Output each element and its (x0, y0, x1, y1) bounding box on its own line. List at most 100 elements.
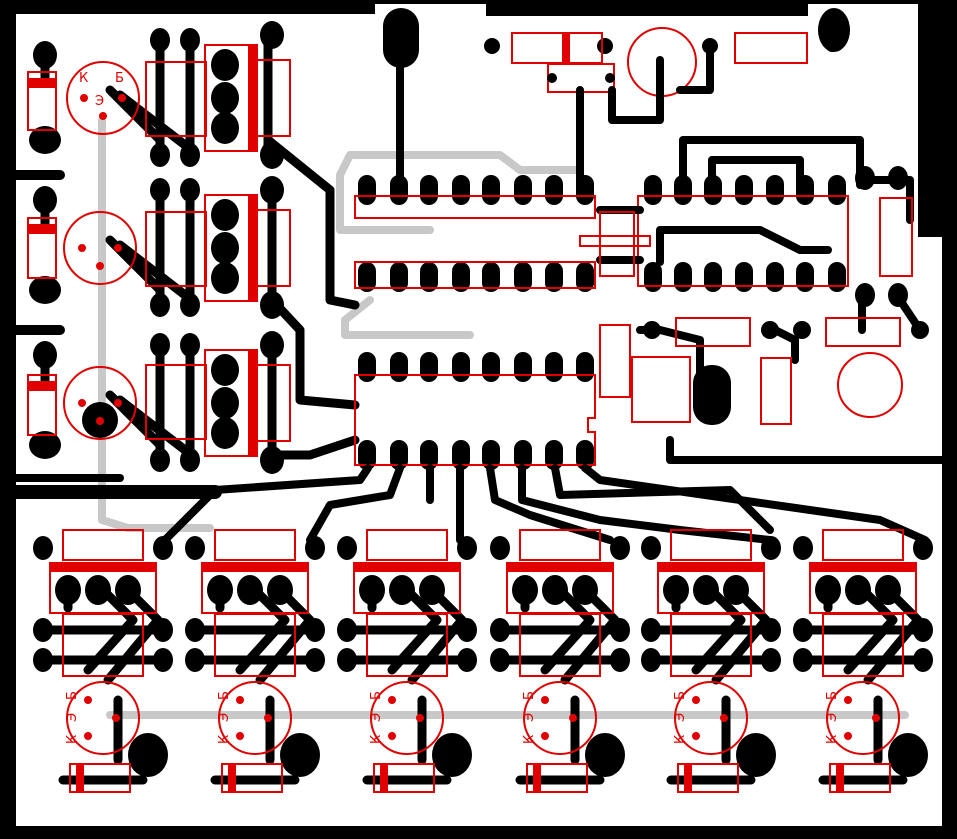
pad (512, 575, 538, 605)
diode-band (533, 764, 541, 792)
pad (913, 618, 933, 642)
pad (305, 648, 325, 672)
pad (280, 733, 320, 777)
pad (419, 575, 445, 605)
base-label: Б (217, 691, 232, 700)
pad (815, 575, 841, 605)
transistor-pin (388, 732, 396, 740)
pad (305, 536, 325, 560)
left-stage-1: К Б Э (27, 21, 360, 310)
transistor-pin (84, 696, 92, 704)
transistor-outline (218, 681, 292, 755)
pad (793, 648, 813, 672)
pad (693, 575, 719, 605)
diode-outline (829, 763, 891, 793)
pad (490, 618, 510, 642)
board-area (16, 4, 942, 826)
collector-label: К (217, 735, 232, 744)
pad (55, 575, 81, 605)
transistor-outline (370, 681, 444, 755)
resistor-outline (214, 529, 296, 561)
transistor-pin (388, 696, 396, 704)
pad (761, 618, 781, 642)
pad (153, 536, 173, 560)
pad (875, 575, 901, 605)
pad (305, 618, 325, 642)
bottom-stage-2: БЭК (185, 529, 325, 793)
base-label: Б (115, 71, 124, 86)
diode-band (836, 764, 844, 792)
relay-bar (658, 563, 764, 572)
pad (237, 575, 263, 605)
diode-outline (373, 763, 435, 793)
pad (153, 618, 173, 642)
pad (33, 648, 53, 672)
transistor-pin (541, 732, 549, 740)
component-outline (519, 613, 601, 677)
pad (793, 536, 813, 560)
pad (585, 733, 625, 777)
pad (793, 618, 813, 642)
resistor-outline (670, 529, 752, 561)
diode-band (380, 764, 388, 792)
pad (641, 536, 661, 560)
resistor-outline (62, 529, 144, 561)
pad (888, 733, 928, 777)
transistor-pin (844, 696, 852, 704)
transistor-pin (416, 714, 424, 722)
transistor-pin (692, 696, 700, 704)
emitter-label: Э (369, 713, 384, 722)
diode-outline (677, 763, 739, 793)
diode-outline (526, 763, 588, 793)
diode-outline (69, 763, 131, 793)
pad (185, 648, 205, 672)
transistor-pin (236, 732, 244, 740)
left-rails (9, 170, 222, 499)
transistor-pin (844, 732, 852, 740)
pad (153, 648, 173, 672)
diode-band (228, 764, 236, 792)
transistor-pin (112, 714, 120, 722)
transistor-pin (720, 714, 728, 722)
collector-label: К (65, 735, 80, 744)
pad (572, 575, 598, 605)
pad (337, 618, 357, 642)
pad (389, 575, 415, 605)
pad (542, 575, 568, 605)
bottom-stage-5: БЭК (641, 529, 781, 793)
pad (457, 618, 477, 642)
pad (185, 618, 205, 642)
base-label: Б (65, 691, 80, 700)
emitter-label: Э (673, 713, 688, 722)
pad (267, 575, 293, 605)
board-right-pad (918, 0, 957, 237)
pad (610, 648, 630, 672)
base-label: Б (369, 691, 384, 700)
collector-label: К (673, 735, 688, 744)
diode-band (684, 764, 692, 792)
relay-bar (202, 563, 308, 572)
transistor-pin (872, 714, 880, 722)
transistor-pin (569, 714, 577, 722)
emitter-label: Э (825, 713, 840, 722)
pad (641, 648, 661, 672)
pad (490, 536, 510, 560)
transistor-outline (66, 681, 140, 755)
pad (913, 536, 933, 560)
collector-label: К (79, 71, 88, 86)
pad (359, 575, 385, 605)
pad (457, 536, 477, 560)
pad (33, 618, 53, 642)
component-outline (366, 613, 448, 677)
transistor-outline (674, 681, 748, 755)
resistor-outline (366, 529, 448, 561)
bottom-stage-6: БЭК (793, 529, 933, 793)
mid-components (579, 136, 946, 464)
relay-bar (810, 563, 916, 572)
pad (723, 575, 749, 605)
transistor-pin (264, 714, 272, 722)
relay-bar (507, 563, 613, 572)
ic-u2 (637, 175, 849, 292)
